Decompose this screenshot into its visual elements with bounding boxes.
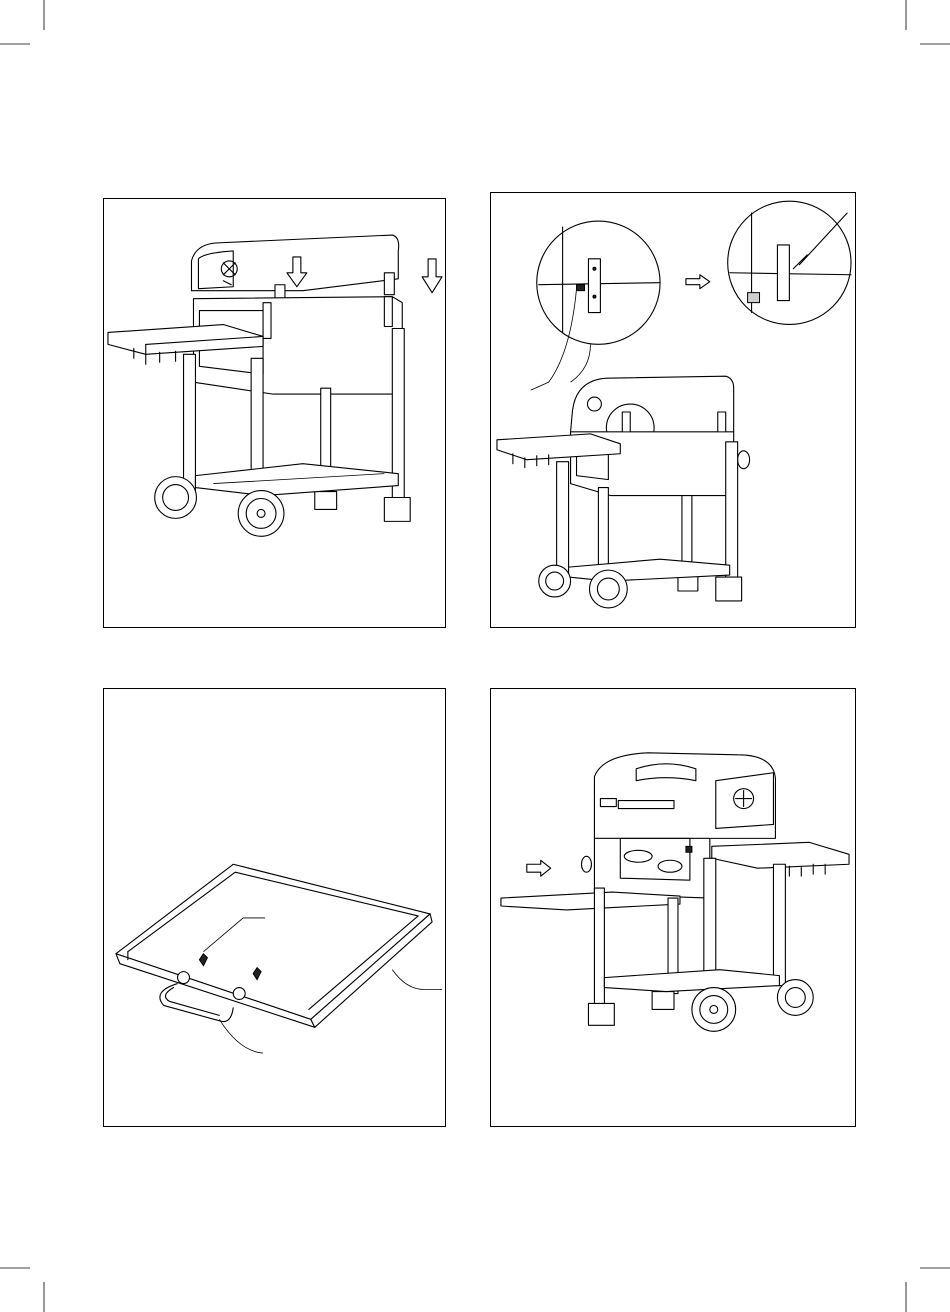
bottom-shelf-drawing [195,464,398,496]
hinge-detail-right [728,201,851,324]
step-1-panel [103,198,446,628]
hinge-detail-left [537,221,660,344]
step-1-illustration [104,199,445,627]
right-arrow-icon [686,275,710,289]
step-2-panel [490,192,856,628]
firebox-drawing [594,838,709,898]
step-4-illustration [491,689,855,1126]
front-shelf-drawing [501,892,680,910]
step-2-illustration [491,193,855,627]
grill-lid-drawing [594,753,775,839]
step-3-panel [103,688,446,1127]
grill-lid-drawing [191,235,398,291]
right-arrow-icon [527,860,551,876]
step-3-illustration [104,689,445,1126]
step-4-panel [490,688,856,1127]
